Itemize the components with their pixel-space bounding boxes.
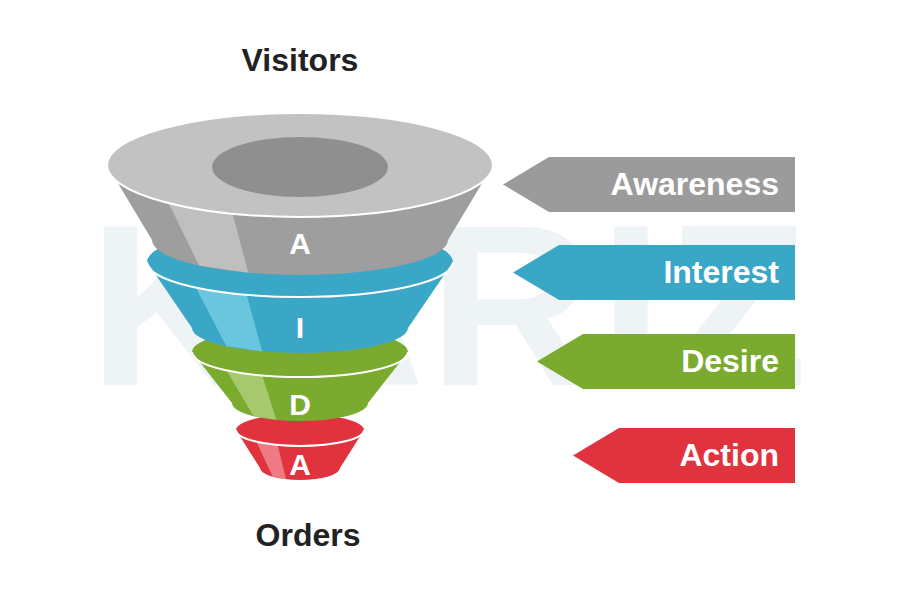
bottom-label: Orders (256, 517, 361, 554)
top-label: Visitors (242, 42, 359, 79)
band-body (192, 327, 408, 421)
band-body (147, 227, 453, 353)
tag-arrow (513, 245, 795, 300)
band-letter: D (289, 388, 311, 422)
stage-tag: Awareness (503, 157, 795, 212)
band-highlight (226, 370, 276, 420)
funnel-hole (212, 137, 388, 197)
funnel-band: A (236, 414, 364, 480)
band-rim (236, 430, 364, 446)
band-top-face (107, 113, 493, 217)
tag-arrow (503, 157, 795, 212)
funnel-band: A (107, 113, 493, 275)
stage-tag: Interest (513, 245, 795, 300)
band-body (107, 113, 493, 275)
stage-name: Action (679, 437, 779, 474)
tag-arrow (573, 428, 795, 483)
tag-arrow (537, 334, 795, 389)
stage-tag: Action (573, 428, 795, 483)
band-rim (147, 262, 453, 297)
stage-name: Desire (681, 343, 779, 380)
band-letter: A (289, 448, 311, 482)
band-highlight (256, 442, 286, 480)
stage-name: Awareness (611, 166, 779, 203)
band-letter: I (296, 311, 304, 345)
band-letter: A (289, 227, 311, 261)
stage-name: Interest (663, 254, 779, 291)
stage-tag: Desire (537, 334, 795, 389)
band-rim (192, 352, 408, 377)
